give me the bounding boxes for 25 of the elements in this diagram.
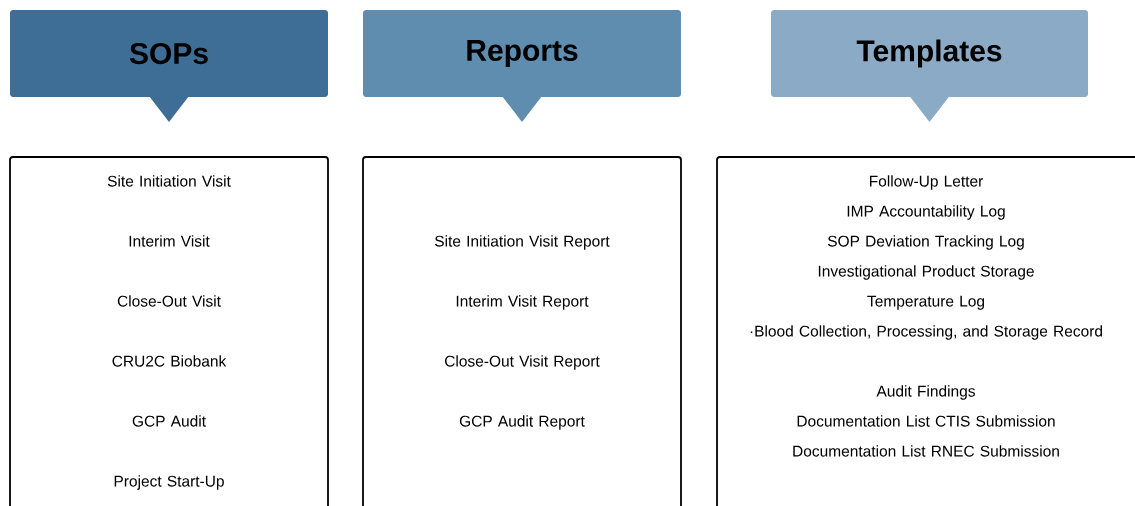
callout-box: Templates <box>771 10 1088 122</box>
list-item: Follow-Up Letter <box>870 175 983 190</box>
list-box <box>9 156 329 506</box>
list-item: Site Initiation Visit <box>107 175 231 187</box>
list-item: Documentation List RNEC Submission <box>793 445 1059 457</box>
list-item: Site Initiation Visit Report <box>435 235 610 250</box>
list-item: IMP Accountability Log <box>847 205 1005 220</box>
list-item: GCP Audit <box>132 415 206 427</box>
list-item: Documentation List CTIS Submission <box>797 415 1055 427</box>
list-item: Audit Findings <box>876 385 975 400</box>
list-item: Temperature Log <box>867 295 984 310</box>
list-item: GCP Audit Report <box>459 415 585 430</box>
list-item: Project Start-Up <box>114 475 224 490</box>
list-item: CRU2C Biobank <box>112 355 227 367</box>
list-item: ·Blood Collection, Processing, and Storage Record <box>750 325 1102 340</box>
list-box <box>716 156 1135 506</box>
list-item: Interim Visit Report <box>456 295 589 310</box>
list-item: Close-Out Visit Report <box>444 355 600 370</box>
callout-box: SOPs <box>10 10 328 122</box>
list-item: Investigational Product Storage <box>818 265 1034 280</box>
list-box <box>362 156 682 506</box>
list-item: Close-Out Visit <box>117 295 221 307</box>
callout-box: Reports <box>363 10 681 122</box>
list-item: Interim Visit <box>129 235 210 247</box>
list-item: SOP Deviation Tracking Log <box>827 235 1024 250</box>
